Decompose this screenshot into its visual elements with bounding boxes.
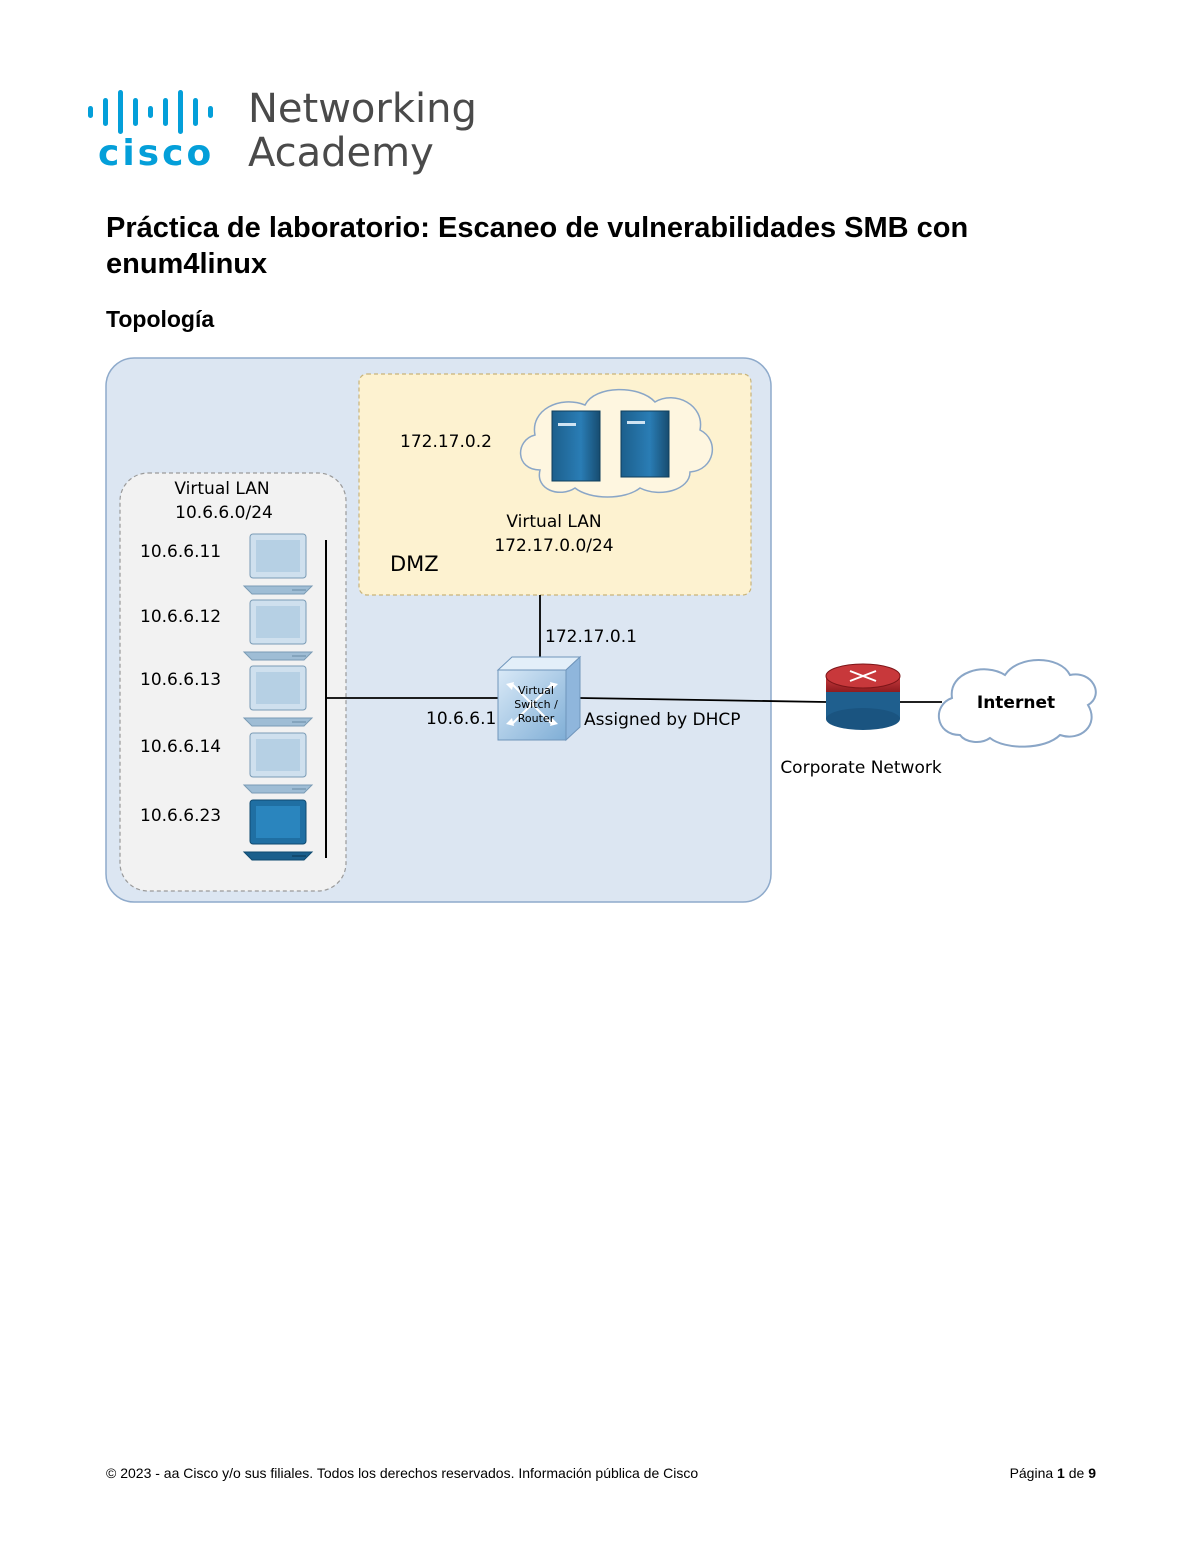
lan-vlan-label: Virtual LAN bbox=[174, 479, 269, 499]
dmz-server-ip: 172.17.0.2 bbox=[400, 432, 492, 452]
corporate-network-label: Corporate Network bbox=[780, 758, 942, 778]
document-title: Práctica de laboratorio: Escaneo de vuln… bbox=[106, 212, 969, 280]
dmz-label: DMZ bbox=[390, 552, 439, 576]
virtual-switch-router-icon bbox=[496, 655, 582, 742]
dmz-vlan-subnet: 172.17.0.0/24 bbox=[494, 536, 613, 556]
pc-icon bbox=[242, 533, 314, 595]
page-prefix: Página bbox=[1009, 1465, 1054, 1481]
host-ip: 10.6.6.13 bbox=[140, 670, 221, 690]
router-label-virtual: Virtual bbox=[518, 684, 554, 697]
pc-icon bbox=[242, 665, 314, 727]
router-dmz-ip: 172.17.0.1 bbox=[545, 627, 637, 647]
router-label-switch: Switch / bbox=[514, 698, 558, 711]
cisco-networking-academy-logo: cisco Networking Academy bbox=[86, 86, 486, 181]
logo-line-academy: Academy bbox=[248, 130, 434, 176]
section-heading-topology: Topología bbox=[106, 306, 215, 332]
page-total: 9 bbox=[1088, 1465, 1096, 1481]
pc-icon bbox=[242, 732, 314, 794]
wan-assignment-label: Assigned by DHCP bbox=[584, 710, 741, 730]
footer-copyright: © 2023 - aa Cisco y/o sus filiales. Todo… bbox=[106, 1465, 699, 1481]
router-label-router: Router bbox=[518, 712, 555, 725]
router-lan-ip: 10.6.6.1 bbox=[426, 709, 496, 729]
page-separator: de bbox=[1068, 1465, 1085, 1481]
router-to-corporate-link bbox=[579, 697, 827, 703]
pc-icon bbox=[242, 799, 314, 861]
corporate-router-icon bbox=[825, 663, 901, 730]
host-ip: 10.6.6.12 bbox=[140, 607, 221, 627]
pc-icon bbox=[242, 599, 314, 661]
dmz-vlan-label: Virtual LAN bbox=[506, 512, 601, 532]
host-ip: 10.6.6.14 bbox=[140, 737, 221, 757]
cisco-wordmark: cisco bbox=[98, 133, 214, 174]
host-ip: 10.6.6.23 bbox=[140, 806, 221, 826]
internet-cloud-icon bbox=[937, 659, 1097, 748]
host-ip: 10.6.6.11 bbox=[140, 542, 221, 562]
dmz-cloud bbox=[519, 388, 714, 498]
logo-line-networking: Networking bbox=[248, 86, 477, 132]
cisco-bars-icon bbox=[88, 90, 213, 134]
dmz-server-icon bbox=[551, 410, 670, 482]
internet-label: Internet bbox=[977, 693, 1055, 713]
page-current: 1 bbox=[1057, 1465, 1065, 1481]
lan-vlan-subnet: 10.6.6.0/24 bbox=[175, 503, 273, 523]
footer-page-number: Página 1 de 9 bbox=[1010, 1465, 1096, 1481]
